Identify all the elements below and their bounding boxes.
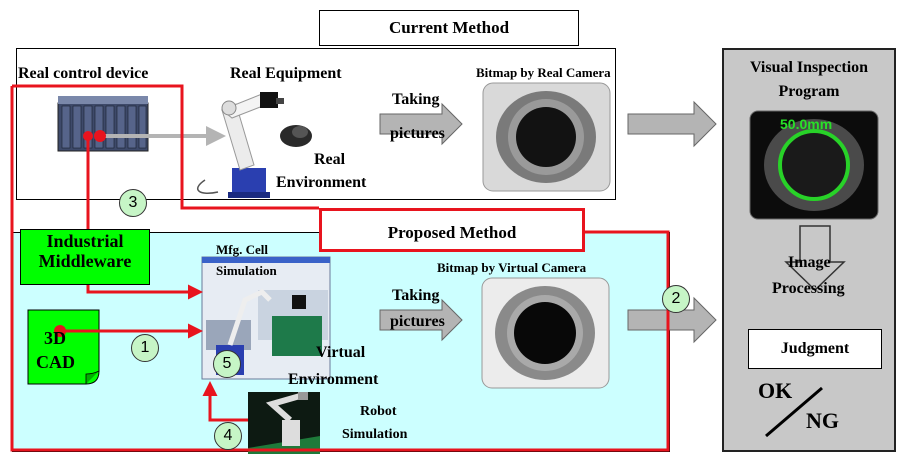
virtual-camera-label: Bitmap by Virtual Camera — [437, 260, 587, 275]
virtual-environment-label-2: Environment — [288, 371, 379, 388]
robot-simulation-image — [248, 392, 320, 454]
real-camera-bitmap — [482, 82, 611, 192]
mfg-cell-label-1: Mfg. Cell — [216, 242, 268, 257]
real-equipment-label: Real Equipment — [230, 65, 342, 82]
proposed-method-title: Proposed Method — [319, 208, 585, 252]
taking-pictures-label-bottom-1: Taking — [392, 287, 440, 304]
real-control-device-label: Real control device — [18, 65, 149, 82]
inspection-result-image — [749, 110, 879, 220]
judgment-box: Judgment — [748, 329, 882, 369]
robot-simulation-label-2: Simulation — [342, 427, 408, 442]
mfg-cell-label-2: Simulation — [216, 263, 277, 278]
image-processing-label-1: Image — [788, 254, 831, 271]
cad-label-1: 3D — [44, 328, 66, 348]
inspection-title-2: Program — [778, 83, 840, 100]
ok-label: OK — [758, 378, 793, 403]
step-2-marker: 2 — [662, 285, 690, 313]
industrial-middleware-label-2: Middleware — [38, 250, 132, 271]
taking-pictures-label-top-1: Taking — [392, 91, 440, 108]
real-camera-label: Bitmap by Real Camera — [476, 65, 611, 80]
current-method-title: Current Method — [319, 10, 579, 46]
ng-label: NG — [806, 408, 839, 433]
measurement-label: 50.0mm — [780, 116, 833, 132]
real-robot-image — [197, 92, 312, 198]
step-3-marker: 3 — [119, 189, 147, 217]
control-device-image — [57, 96, 149, 152]
data-flow-lines — [10, 84, 670, 452]
taking-pictures-label-top-2: pictures — [390, 125, 445, 142]
step-1-marker: 1 — [131, 334, 159, 362]
step-5-marker: 5 — [213, 350, 241, 378]
step-4-marker: 4 — [214, 422, 242, 450]
inspection-title-1: Visual Inspection — [749, 59, 869, 76]
virtual-camera-bitmap — [481, 277, 610, 389]
taking-pictures-label-bottom-2: pictures — [390, 313, 445, 330]
image-processing-label-2: Processing — [772, 280, 845, 297]
industrial-middleware-box: Industrial Middleware — [20, 229, 150, 285]
robot-simulation-label-1: Robot — [360, 404, 397, 419]
industrial-middleware-label-1: Industrial — [46, 231, 124, 251]
virtual-environment-label-1: Virtual — [316, 344, 366, 361]
real-environment-label-2: Environment — [276, 174, 367, 191]
real-environment-label-1: Real — [314, 151, 346, 168]
cad-label-2: CAD — [36, 352, 75, 372]
